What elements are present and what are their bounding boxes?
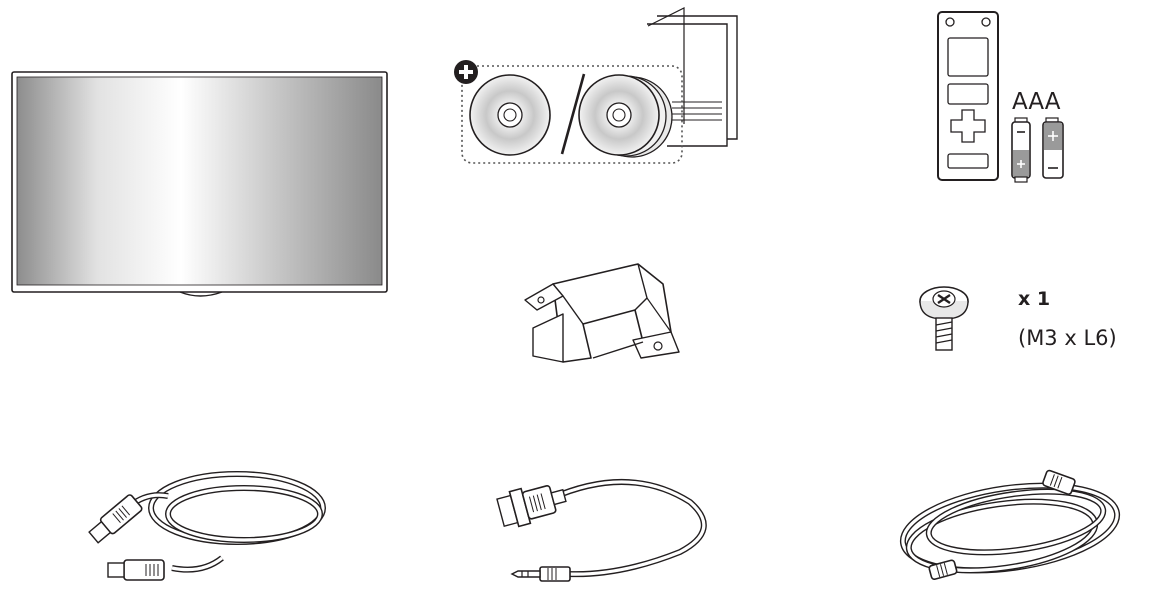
- bracket-icon: [524, 263, 680, 363]
- rs232c-cable-icon: [496, 478, 707, 582]
- screw-item: [916, 285, 972, 355]
- remote-control-icon: [937, 11, 999, 181]
- bracket-item: [523, 262, 681, 374]
- screw-spec: (M3 x L6): [1018, 326, 1117, 350]
- screw-quantity: x 1: [1018, 288, 1051, 310]
- monitor-icon: [11, 71, 388, 297]
- rs232c-cable-item: [490, 472, 720, 586]
- battery-icon: [1011, 117, 1064, 183]
- screw-icon: [919, 286, 969, 351]
- hdmi-cable-icon: [88, 471, 326, 581]
- hdmi-cable-item: [72, 462, 328, 586]
- cd-manual-icon: [454, 7, 738, 164]
- monitor-item: [10, 68, 390, 300]
- power-cord-item: [890, 466, 1122, 584]
- remote-item: [936, 10, 1006, 182]
- cd-manual-item: [452, 4, 757, 169]
- batteries-item: [1008, 116, 1070, 184]
- battery-type-label: AAA: [1012, 89, 1061, 115]
- power-cord-icon: [899, 469, 1121, 580]
